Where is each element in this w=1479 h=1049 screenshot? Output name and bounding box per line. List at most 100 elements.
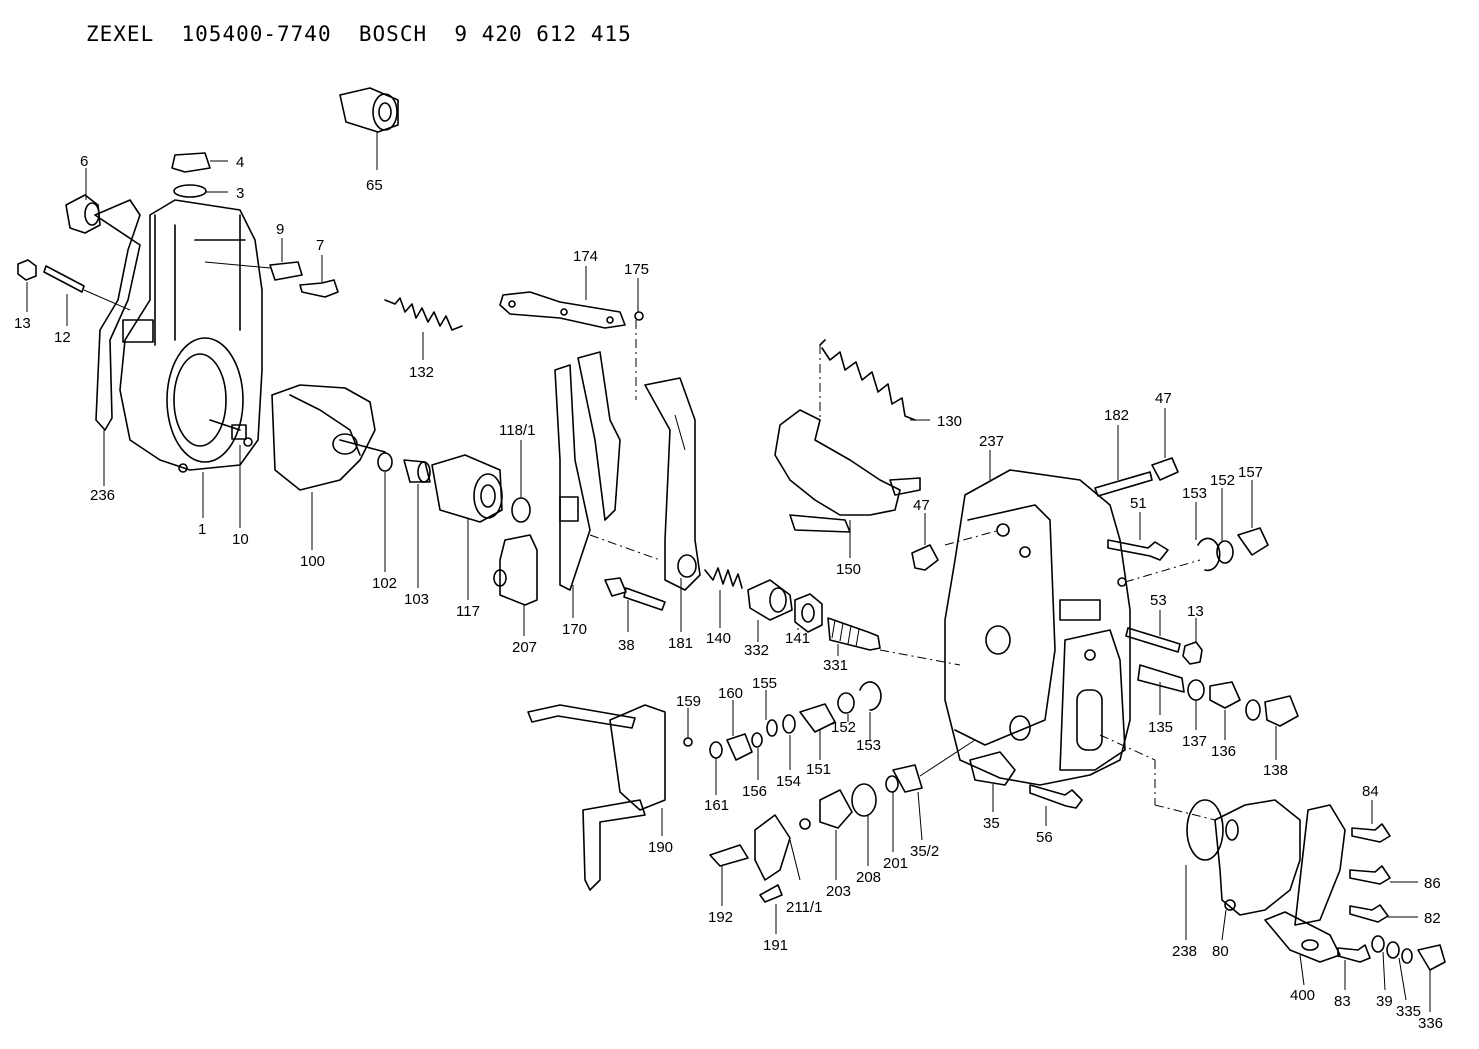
callout-208: 208 (856, 869, 881, 886)
callout-83: 83 (1334, 993, 1351, 1010)
callout-156: 156 (742, 783, 767, 800)
callout-141: 141 (785, 630, 810, 647)
brand-bosch: BOSCH (358, 22, 428, 46)
callout-132: 132 (409, 364, 434, 381)
callout-207: 207 (512, 639, 537, 656)
callout-7: 7 (316, 237, 324, 254)
callout-170: 170 (562, 621, 587, 638)
part-53-13-stud-nut (1125, 627, 1203, 665)
callout-153-bottom: 153 (856, 737, 881, 754)
part-331-adjusting-screw (827, 617, 881, 651)
callout-157: 157 (1238, 464, 1263, 481)
part-181-lever (644, 377, 701, 591)
callout-9: 9 (276, 221, 284, 238)
part-80-cover (1214, 799, 1346, 926)
callout-152-top: 152 (1210, 472, 1235, 489)
part-100-flyweight-carrier (271, 384, 386, 491)
callout-154: 154 (776, 773, 801, 790)
part-117-sleeve (431, 454, 503, 523)
part-38-screw (604, 577, 666, 611)
callout-151: 151 (806, 761, 831, 778)
callout-38: 38 (618, 637, 635, 654)
part-130-spring (819, 339, 916, 421)
callout-1: 1 (198, 521, 206, 538)
part-118-1-washer (511, 497, 531, 523)
callout-192: 192 (708, 909, 733, 926)
callout-153-top: 153 (1182, 485, 1207, 502)
part-190-lever-assembly (527, 704, 666, 891)
part-35-fitting (969, 751, 1016, 786)
part-238-o-ring (1186, 799, 1224, 861)
callout-35-2: 35/2 (910, 843, 939, 860)
callout-86: 86 (1424, 875, 1441, 892)
callout-201: 201 (883, 855, 908, 872)
callout-13-right: 13 (1187, 603, 1204, 620)
callout-237: 237 (979, 433, 1004, 450)
callout-102: 102 (372, 575, 397, 592)
part-102-ring (377, 452, 393, 472)
callout-174: 174 (573, 248, 598, 265)
callout-238: 238 (1172, 943, 1197, 960)
callout-130: 130 (937, 413, 962, 430)
part-175-clip (634, 311, 644, 321)
callout-190: 190 (648, 839, 673, 856)
callout-53: 53 (1150, 592, 1167, 609)
callout-10: 10 (232, 531, 249, 548)
part-332-nut (747, 579, 793, 621)
right-screws-84-86-82-83-39-335-336 (1337, 823, 1446, 971)
callout-181: 181 (668, 635, 693, 652)
callout-56: 56 (1036, 829, 1053, 846)
callout-159: 159 (676, 693, 701, 710)
brand-zexel: ZEXEL (86, 22, 155, 46)
callout-335: 335 (1396, 1003, 1421, 1020)
part-4-plug (171, 152, 211, 198)
callout-203: 203 (826, 883, 851, 900)
callout-236: 236 (90, 487, 115, 504)
leader-lines (26, 160, 1431, 1012)
callout-136: 136 (1211, 743, 1236, 760)
callout-4: 4 (236, 154, 244, 171)
callout-161: 161 (704, 797, 729, 814)
part-170-lever (554, 320, 637, 591)
part-141-nut (794, 593, 823, 633)
callout-400: 400 (1290, 987, 1315, 1004)
part-237-pump-cover (944, 469, 1131, 786)
callout-labels: 4 3 6 9 7 13 12 236 1 10 100 102 103 117… (14, 153, 1443, 1032)
part-150-lever-shaft (774, 345, 921, 533)
callout-118-1: 118/1 (499, 422, 535, 439)
callout-103: 103 (404, 591, 429, 608)
callout-35: 35 (983, 815, 1000, 832)
part-191-192-211-203-208-201-35-2 (709, 739, 976, 903)
callout-82: 82 (1424, 910, 1441, 927)
callout-137: 137 (1182, 733, 1207, 750)
part-56-bolt (1029, 784, 1083, 809)
callout-3: 3 (236, 185, 244, 202)
part-103-sleeve (403, 459, 431, 483)
callout-12: 12 (54, 329, 71, 346)
bosch-part-number: 9 420 612 415 (454, 22, 632, 46)
callout-13-left: 13 (14, 315, 31, 332)
part-153-152-157 (1197, 527, 1269, 572)
callout-152-bottom: 152 (831, 719, 856, 736)
part-1-governor-housing (94, 199, 263, 473)
assembly-center-lines (589, 529, 1216, 821)
callout-6: 6 (80, 153, 88, 170)
part-159-160-161-155-156-154 (683, 681, 882, 761)
part-7-9-bolt-bracket (204, 261, 339, 298)
part-51-bolt (1107, 539, 1169, 561)
callout-191: 191 (763, 937, 788, 954)
callout-175: 175 (624, 261, 649, 278)
part-140-spring (704, 567, 743, 589)
callout-65: 65 (366, 177, 383, 194)
callout-332: 332 (744, 642, 769, 659)
callout-47-left: 47 (913, 497, 930, 514)
callout-47-right: 47 (1155, 390, 1172, 407)
part-132-spring (384, 297, 463, 331)
callout-117: 117 (456, 603, 480, 620)
callout-336: 336 (1418, 1015, 1443, 1032)
part-207-block (493, 534, 538, 606)
callout-155: 155 (752, 675, 777, 692)
callout-150: 150 (836, 561, 861, 578)
callout-160: 160 (718, 685, 743, 702)
